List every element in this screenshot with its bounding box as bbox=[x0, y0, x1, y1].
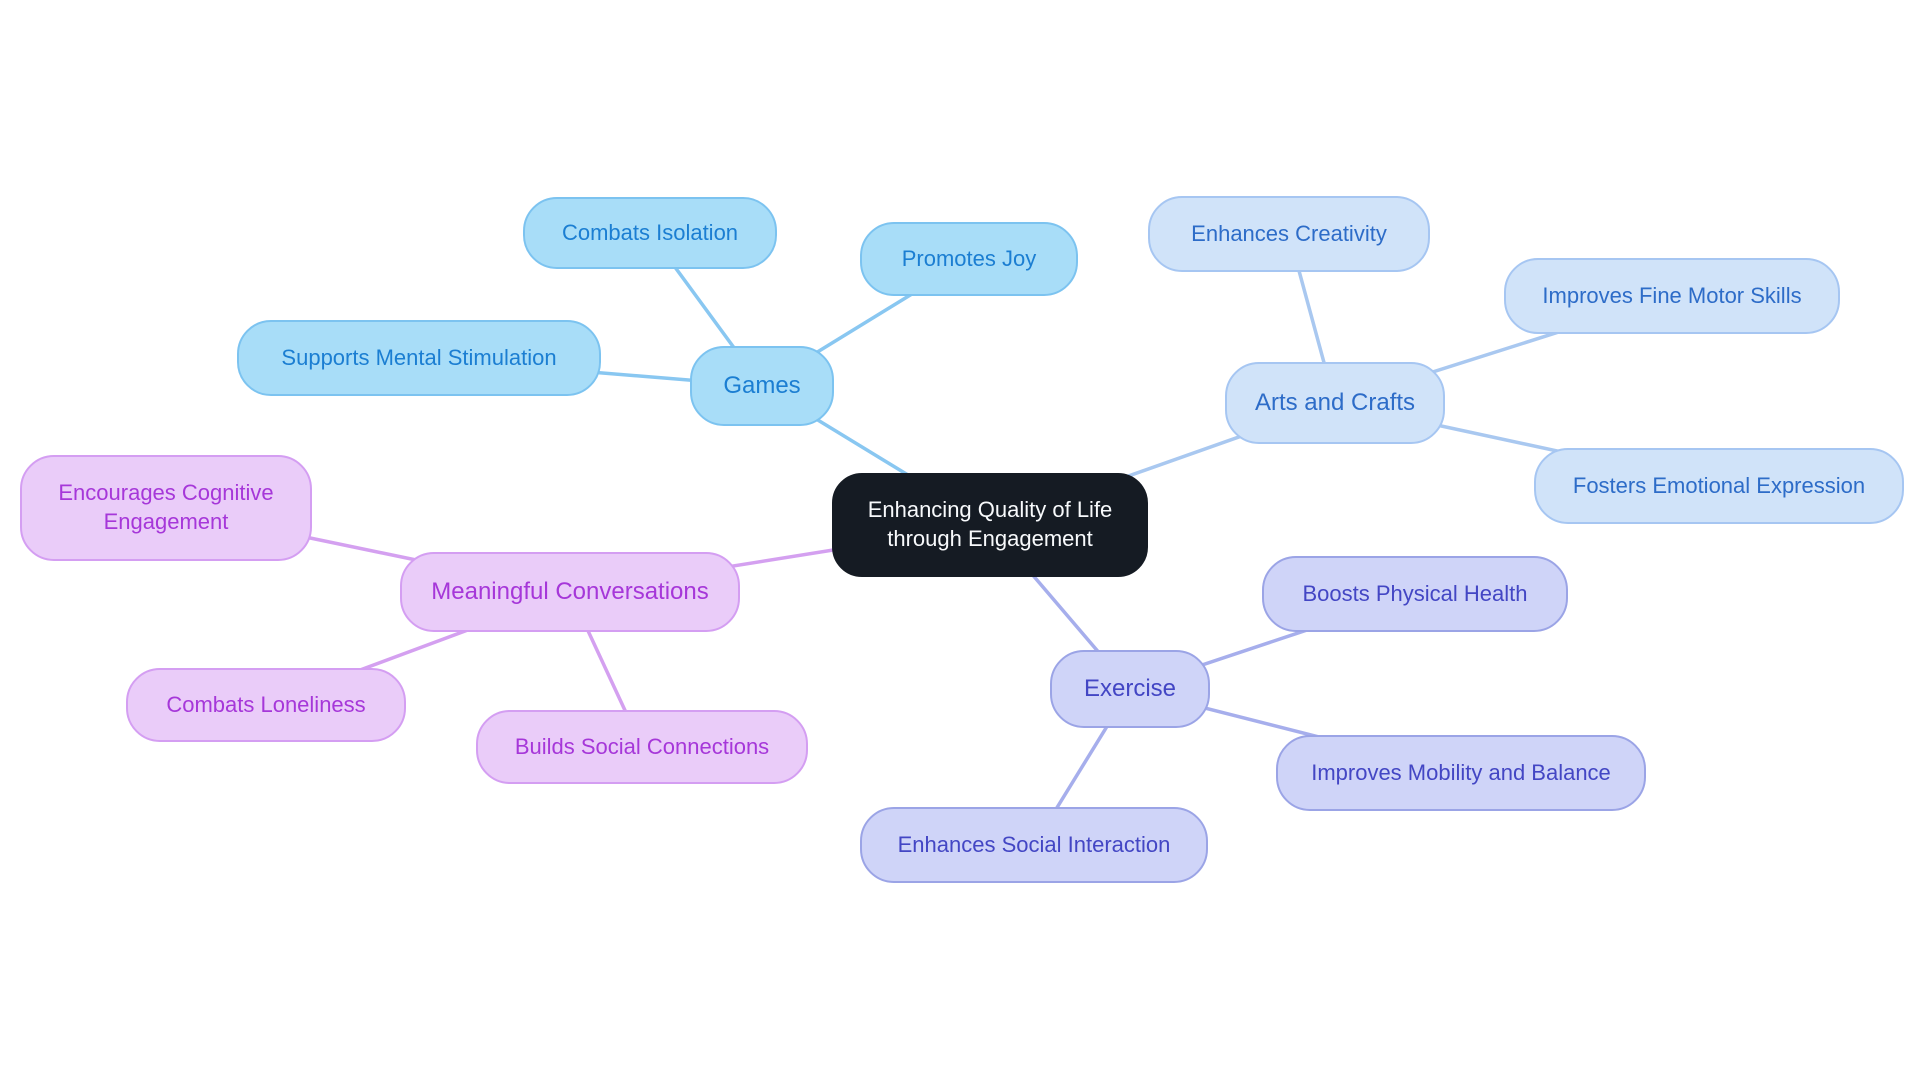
mindmap-node-supports-mental-stimulation[interactable]: Supports Mental Stimulation bbox=[237, 320, 601, 396]
node-label: Improves Mobility and Balance bbox=[1311, 759, 1611, 785]
mindmap-node-enhances-creativity[interactable]: Enhances Creativity bbox=[1148, 196, 1430, 272]
node-label: Combats Isolation bbox=[561, 219, 739, 245]
node-label: Exercise bbox=[1083, 675, 1177, 703]
node-label: Encourages Cognitive Engagement bbox=[58, 480, 274, 534]
node-label: Enhances Creativity bbox=[1191, 220, 1387, 246]
node-label: Builds Social Connections bbox=[514, 733, 770, 759]
mindmap-node-meaningful-conversations[interactable]: Meaningful Conversations bbox=[400, 552, 740, 632]
node-label: Combats Loneliness bbox=[166, 691, 366, 717]
node-label: Improves Fine Motor Skills bbox=[1542, 282, 1802, 308]
node-label: Fosters Emotional Expression bbox=[1572, 472, 1866, 498]
mindmap-node-fosters-emotional-expression[interactable]: Fosters Emotional Expression bbox=[1534, 448, 1904, 524]
node-label: Meaningful Conversations bbox=[431, 578, 709, 606]
mindmap-node-improves-fine-motor-skills[interactable]: Improves Fine Motor Skills bbox=[1504, 258, 1840, 334]
mindmap-node-boosts-physical-health[interactable]: Boosts Physical Health bbox=[1262, 556, 1568, 632]
node-label: Enhances Social Interaction bbox=[897, 831, 1171, 857]
node-label: Arts and Crafts bbox=[1254, 389, 1416, 417]
mindmap-node-combats-isolation[interactable]: Combats Isolation bbox=[523, 197, 777, 269]
node-label: Games bbox=[723, 372, 801, 400]
node-label: Boosts Physical Health bbox=[1302, 580, 1528, 606]
mindmap-node-improves-mobility-and-balance[interactable]: Improves Mobility and Balance bbox=[1276, 735, 1646, 811]
mindmap-node-promotes-joy[interactable]: Promotes Joy bbox=[860, 222, 1078, 296]
node-label: Supports Mental Stimulation bbox=[281, 344, 557, 370]
mindmap-node-encourages-cognitive-engagement[interactable]: Encourages Cognitive Engagement bbox=[20, 455, 312, 561]
mindmap-node-central[interactable]: Enhancing Quality of Life through Engage… bbox=[832, 473, 1148, 577]
mindmap-node-enhances-social-interaction[interactable]: Enhances Social Interaction bbox=[860, 807, 1208, 883]
mindmap-node-builds-social-connections[interactable]: Builds Social Connections bbox=[476, 710, 808, 784]
mindmap-node-arts-and-crafts[interactable]: Arts and Crafts bbox=[1225, 362, 1445, 444]
mindmap-node-combats-loneliness[interactable]: Combats Loneliness bbox=[126, 668, 406, 742]
mindmap-node-games[interactable]: Games bbox=[690, 346, 834, 426]
node-label: Enhancing Quality of Life through Engage… bbox=[867, 497, 1113, 551]
mindmap-node-exercise[interactable]: Exercise bbox=[1050, 650, 1210, 728]
node-label: Promotes Joy bbox=[901, 245, 1037, 271]
